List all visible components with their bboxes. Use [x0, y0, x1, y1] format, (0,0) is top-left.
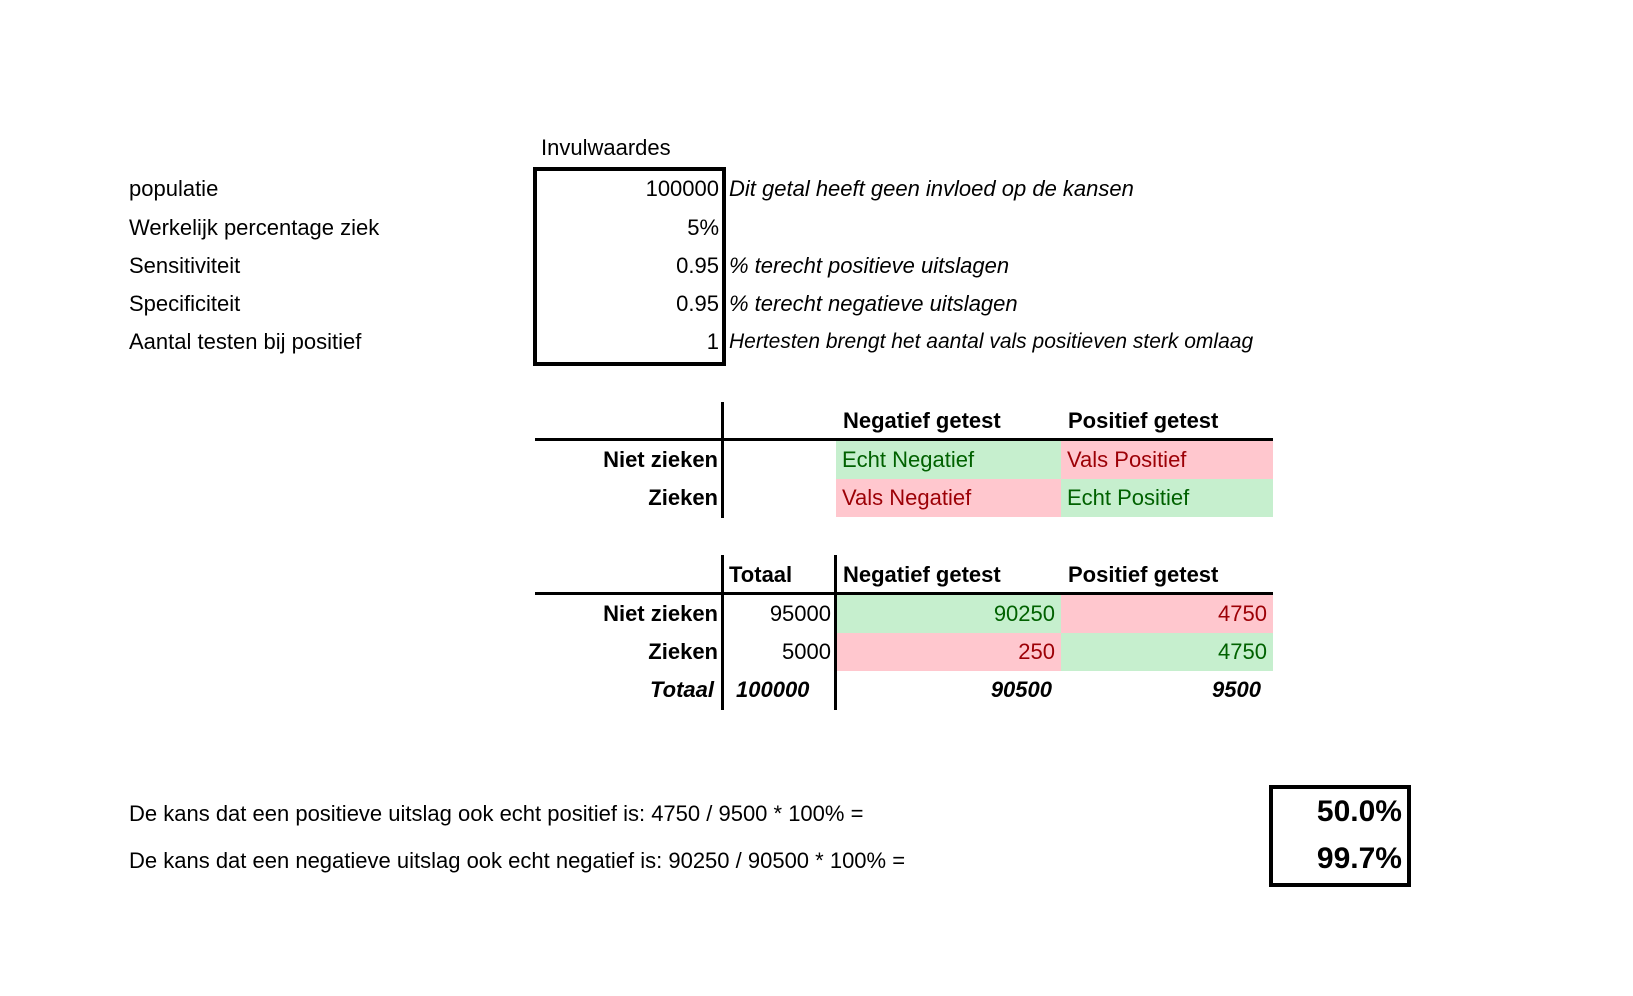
ppv-text: De kans dat een positieve uitslag ook ec…	[129, 801, 864, 826]
npv-value: 99.7%	[1316, 842, 1402, 875]
input-comment: Hertesten brengt het aantal vals positie…	[729, 330, 1254, 353]
cell-vals-negatief: Vals Negatief	[836, 479, 1061, 517]
divider	[535, 438, 1273, 441]
total-negatief: 90500	[990, 677, 1052, 702]
cell-echt-negatief: Echt Negatief	[836, 441, 1061, 479]
cell-total: 95000	[769, 601, 831, 626]
cell-false-positive: 4750	[1061, 595, 1273, 633]
input-box-right	[722, 167, 726, 366]
input-label: Werkelijk percentage ziek	[129, 215, 380, 240]
input-label: populatie	[129, 176, 219, 201]
input-label: Aantal testen bij positief	[129, 329, 362, 354]
divider	[535, 592, 1273, 595]
divider	[721, 402, 724, 518]
input-label: Specificiteit	[129, 291, 241, 316]
row-label-niet-zieken: Niet zieken	[603, 601, 718, 626]
row-label-niet-zieken: Niet zieken	[603, 447, 718, 472]
input-box-bottom	[533, 362, 726, 366]
input-comment: % terecht positieve uitslagen	[729, 253, 1010, 278]
input-label: Sensitiviteit	[129, 253, 241, 278]
results-box	[1269, 785, 1411, 887]
input-value[interactable]: 1	[706, 329, 719, 354]
divider	[721, 555, 724, 710]
ppv-value: 50.0%	[1316, 795, 1402, 828]
grand-total: 100000	[736, 677, 810, 702]
cell-echt-positief: Echt Positief	[1061, 479, 1273, 517]
input-value[interactable]: 100000	[645, 176, 719, 201]
npv-text: De kans dat een negatieve uitslag ook ec…	[129, 848, 906, 873]
input-value[interactable]: 0.95	[676, 291, 719, 316]
cell-true-positive: 4750	[1061, 633, 1273, 671]
row-label-zieken: Zieken	[648, 639, 718, 664]
row-label-zieken: Zieken	[648, 485, 718, 510]
total-positief: 9500	[1212, 677, 1261, 702]
col-header-negatief: Negatief getest	[843, 408, 1001, 433]
col-header-positief: Positief getest	[1068, 562, 1219, 587]
col-header-totaal: Totaal	[729, 562, 793, 587]
input-value[interactable]: 5%	[687, 215, 719, 240]
cell-false-negative: 250	[837, 633, 1061, 671]
row-label-totaal: Totaal	[650, 677, 714, 702]
input-box-top	[533, 167, 726, 171]
divider	[834, 555, 837, 710]
inputs-header: Invulwaardes	[541, 135, 671, 160]
cell-vals-positief: Vals Positief	[1061, 441, 1273, 479]
input-value[interactable]: 0.95	[676, 253, 719, 278]
col-header-positief: Positief getest	[1068, 408, 1219, 433]
cell-total: 5000	[782, 639, 831, 664]
input-comment: Dit getal heeft geen invloed op de kanse…	[729, 176, 1134, 201]
input-comment: % terecht negatieve uitslagen	[729, 291, 1018, 316]
cell-true-negative: 90250	[837, 595, 1061, 633]
input-box-left	[533, 167, 537, 366]
col-header-negatief: Negatief getest	[843, 562, 1001, 587]
